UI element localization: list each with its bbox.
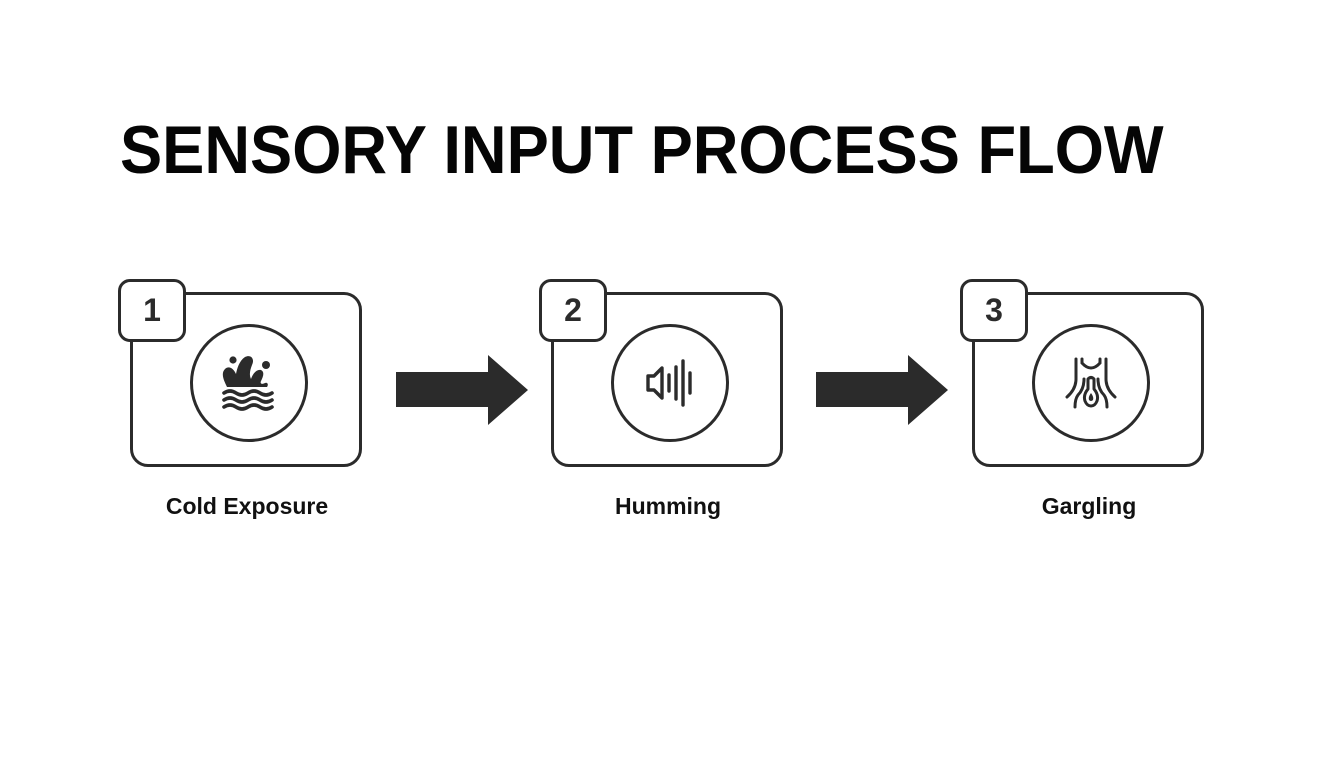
step-label: Humming — [614, 493, 722, 519]
sound-wave-speaker-icon — [611, 324, 729, 442]
page-title: SENSORY INPUT PROCESS FLOW — [120, 112, 1164, 188]
step-number-badge: 1 — [118, 279, 186, 342]
step-label: Gargling — [1041, 493, 1137, 519]
arrow-right-icon — [816, 355, 948, 425]
step-humming: 2 Humming — [539, 279, 791, 529]
step-cold-exposure: 1 Cold Exposure — [118, 279, 370, 529]
throat-gargle-icon — [1032, 324, 1150, 442]
step-number-badge: 2 — [539, 279, 607, 342]
arrow-right-icon — [396, 355, 528, 425]
step-label: Cold Exposure — [165, 493, 329, 519]
step-number-badge: 3 — [960, 279, 1028, 342]
step-gargling: 3 Gargling — [960, 279, 1212, 529]
water-splash-icon — [190, 324, 308, 442]
